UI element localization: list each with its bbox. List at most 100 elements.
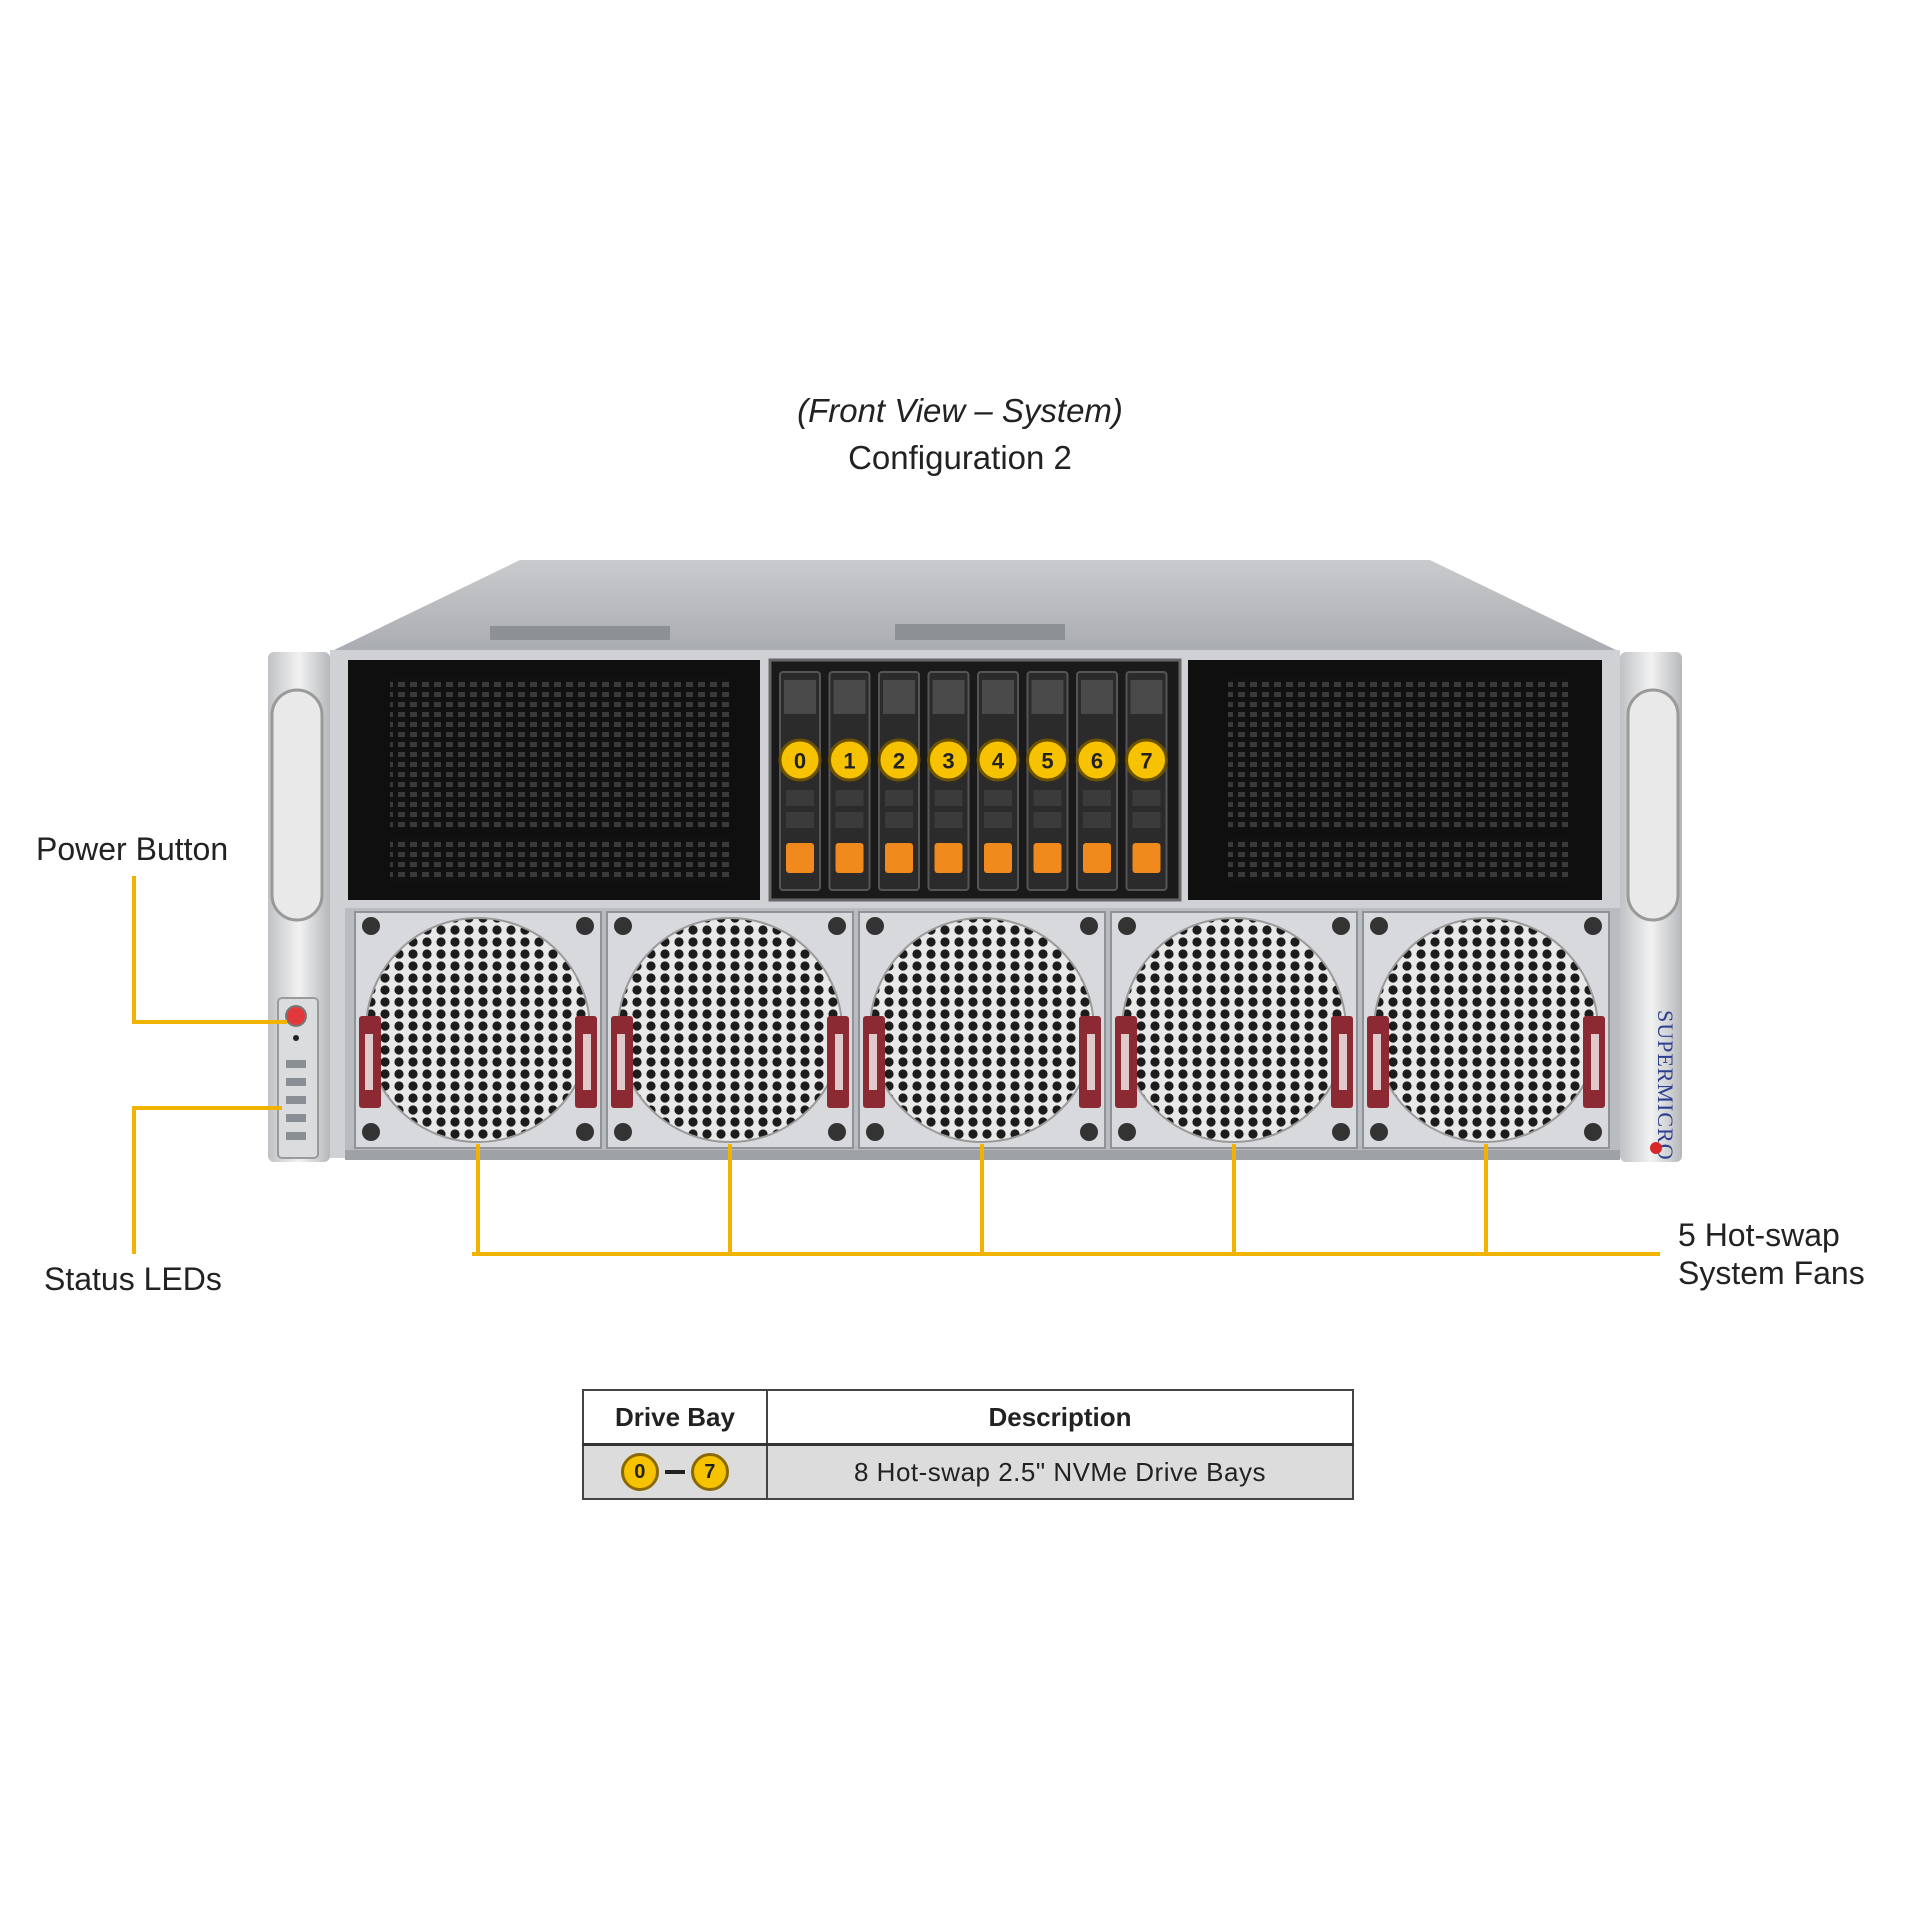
drive-tray-top: [1130, 680, 1163, 714]
power-button-icon: [285, 1005, 307, 1027]
screw-icon: [1332, 917, 1350, 935]
right-handle: [1626, 688, 1680, 922]
screw-icon: [1118, 917, 1136, 935]
fan-leader-drop: [1232, 1144, 1236, 1254]
fan-grill: [1373, 917, 1599, 1143]
drive-tray-top: [784, 680, 816, 714]
status-led-icon: [286, 1078, 306, 1086]
screw-icon: [576, 917, 594, 935]
drive-latch: [934, 843, 963, 873]
screw-icon: [576, 1123, 594, 1141]
brand-label: SUPERMICRO: [1653, 1010, 1678, 1161]
fans-label: 5 Hot-swap System Fans: [1678, 1216, 1865, 1293]
left-handle: [270, 688, 324, 922]
screw-icon: [614, 917, 632, 935]
reset-button-icon: [293, 1035, 299, 1041]
drive-bay-0[interactable]: 0: [778, 671, 822, 891]
config-caption: Configuration 2: [848, 439, 1072, 476]
brand-logo-dot: [1650, 1142, 1662, 1154]
drive-tray-top: [883, 680, 915, 714]
screw-icon: [1584, 917, 1602, 935]
power-button-label: Power Button: [36, 831, 229, 867]
fan-grill: [1121, 917, 1347, 1143]
drive-latch: [1132, 843, 1161, 873]
screw-icon: [362, 1123, 380, 1141]
drive-latch: [835, 843, 864, 873]
drive-bay-7[interactable]: 7: [1125, 671, 1168, 891]
fan-module-5[interactable]: [1362, 911, 1610, 1149]
fan-module-3[interactable]: [858, 911, 1106, 1149]
status-leds-leader: [132, 1106, 136, 1254]
drive-tray-top: [1081, 680, 1113, 714]
status-led-icon: [286, 1132, 306, 1140]
drive-bay-1[interactable]: 1: [828, 671, 871, 891]
top-vent-center: [895, 624, 1065, 640]
drive-bay-5[interactable]: 5: [1026, 671, 1069, 891]
status-leds-label: Status LEDs: [44, 1261, 222, 1297]
fan-leader-drop: [476, 1144, 480, 1254]
power-button-leader: [132, 876, 136, 1024]
table-header-row: Drive Bay Description: [582, 1389, 1354, 1446]
drive-bay-2[interactable]: 2: [877, 671, 921, 891]
screw-icon: [1370, 917, 1388, 935]
status-led-icon: [286, 1114, 306, 1122]
bay-end-badge: 7: [691, 1453, 729, 1491]
bay-number-badge: [877, 738, 921, 782]
screw-icon: [866, 1123, 884, 1141]
table-header-drive-bay: Drive Bay: [582, 1389, 768, 1446]
bay-number-label: 7: [1140, 749, 1152, 774]
bay-number-badge: [778, 738, 822, 782]
screw-icon: [614, 1123, 632, 1141]
screw-icon: [1118, 1123, 1136, 1141]
range-dash: [665, 1470, 685, 1474]
drive-tray-top: [833, 680, 866, 714]
drive-bay-6[interactable]: 6: [1075, 671, 1119, 891]
view-caption: (Front View – System): [797, 392, 1123, 429]
bay-number-label: 2: [893, 749, 905, 774]
screw-icon: [828, 1123, 846, 1141]
screw-icon: [1080, 917, 1098, 935]
fan-module-4[interactable]: [1110, 911, 1358, 1149]
fan-module-2[interactable]: [606, 911, 854, 1149]
fans-label-line1: 5 Hot-swap: [1678, 1217, 1840, 1253]
fan-grill: [869, 917, 1095, 1143]
drive-bay-4[interactable]: 4: [976, 671, 1020, 891]
table-cell-description: 8 Hot-swap 2.5" NVMe Drive Bays: [766, 1443, 1354, 1500]
fans-leader: [472, 1252, 1660, 1256]
screw-icon: [828, 917, 846, 935]
status-led-icon: [286, 1096, 306, 1104]
bay-number-badge: [1026, 738, 1069, 782]
screw-icon: [1584, 1123, 1602, 1141]
right-grille-vents: [1228, 678, 1568, 828]
bay-number-badge: [1075, 738, 1119, 782]
fan-grill: [617, 917, 843, 1143]
screw-icon: [1332, 1123, 1350, 1141]
fan-leader-drop: [1484, 1144, 1488, 1254]
fan-module-1[interactable]: [354, 911, 602, 1149]
top-vent-left: [490, 626, 670, 640]
bay-number-label: 4: [992, 749, 1005, 774]
bay-number-badge: [976, 738, 1020, 782]
screw-icon: [1080, 1123, 1098, 1141]
fan-leader-drop: [980, 1144, 984, 1254]
drive-latch: [1033, 843, 1062, 873]
bay-number-label: 3: [942, 749, 954, 774]
drive-latch: [1083, 843, 1111, 873]
bay-number-label: 0: [794, 749, 806, 774]
screw-icon: [1370, 1123, 1388, 1141]
fans-label-line2: System Fans: [1678, 1255, 1865, 1292]
status-led-icon: [286, 1060, 306, 1068]
screw-icon: [866, 917, 884, 935]
drive-bay-3[interactable]: 3: [927, 671, 970, 891]
drive-tray-top: [932, 680, 965, 714]
fan-grill: [365, 917, 591, 1143]
drive-latch: [984, 843, 1012, 873]
bay-number-label: 5: [1041, 749, 1053, 774]
bay-number-badge: [927, 738, 970, 782]
bay-number-badge: [1125, 738, 1168, 782]
bay-number-badge: [828, 738, 871, 782]
